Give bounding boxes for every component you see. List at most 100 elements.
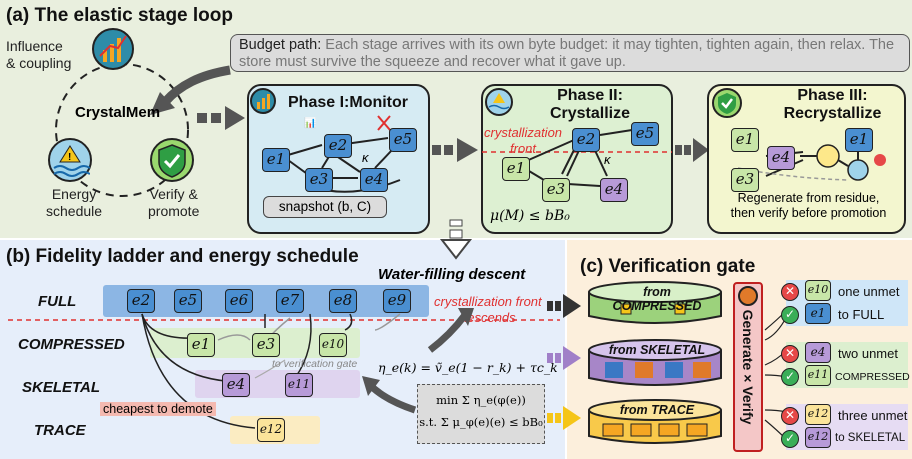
skel-node-e4: e4	[222, 373, 250, 397]
row2-fail-text: two unmet	[838, 346, 898, 361]
row3-fail-node: e12	[805, 404, 831, 425]
arrow-to-phase2	[432, 138, 478, 162]
gate-label: Generate × Verify	[740, 309, 756, 425]
row1-pass-text: to FULL	[838, 307, 885, 322]
phase1-title: Phase I:Monitor	[288, 94, 409, 111]
row2-pass-icon: ✓	[781, 368, 799, 386]
p2-node-e4: e4	[600, 178, 628, 202]
p3-node-e1: e1	[731, 128, 759, 152]
row2-fail-node: e4	[805, 342, 831, 363]
budget-text: Each stage arrives with its own byte bud…	[239, 37, 895, 70]
p2-node-e2: e2	[572, 128, 600, 152]
full-node-e9: e9	[383, 289, 411, 313]
p1-node-e1: e1	[262, 148, 290, 172]
row1-fail-text: one unmet	[838, 284, 900, 299]
budget-path-box: Budget path: Each stage arrives with its…	[230, 34, 910, 72]
phase2-title: Phase II: Crystallize	[535, 87, 645, 123]
generate-verify-gate: Generate × Verify	[733, 282, 763, 452]
p1-node-e3: e3	[305, 168, 333, 192]
crystalmem-label: CrystalMem	[75, 104, 161, 121]
row3-pass-node: e12	[805, 427, 831, 448]
arrow-down-to-b	[439, 219, 473, 260]
phase2-graph: κ	[482, 129, 672, 187]
p3-node-e4: e4	[767, 146, 795, 170]
energy-schedule-icon: !	[48, 138, 92, 182]
phase3-title-l1: Phase III:	[797, 87, 868, 104]
level-compressed: COMPRESSED	[18, 336, 125, 353]
phase2-icon	[485, 88, 513, 116]
p1-node-e5: e5	[389, 128, 417, 152]
panel-b-title: (b) Fidelity ladder and energy schedule	[6, 246, 359, 267]
verify-label: Verify & promote	[148, 186, 200, 219]
energy-label: Energy schedule	[46, 186, 103, 219]
opt-st: s.t. Σ μ_φ(e)(e) ≤ bB₀	[419, 415, 543, 429]
drum-trace	[588, 399, 722, 444]
p2-node-e5: e5	[631, 122, 659, 146]
drum-compressed	[588, 281, 722, 324]
comp-node-e10: e10	[319, 333, 347, 357]
trace-node-e12: e12	[257, 418, 285, 442]
descent-arrows	[362, 308, 474, 414]
drum-label-skeletal: from SKELETAL	[608, 343, 706, 357]
phase2-title-l2: Crystallize	[549, 105, 631, 122]
optimization-box: min Σ η_e(φ(e)) s.t. Σ μ_φ(e)(e) ≤ bB₀	[417, 384, 545, 444]
comp-node-e1: e1	[187, 333, 215, 357]
row2-pass-node: e11	[805, 365, 831, 386]
drum-skeletal	[588, 339, 722, 386]
opt-min: min Σ η_e(φ(e))	[436, 393, 526, 407]
influence-label: Influence & coupling	[6, 38, 72, 71]
cheapest-label: cheapest to demote	[100, 402, 216, 416]
row3-pass-text: to SKELETAL	[835, 432, 906, 444]
full-node-e8: e8	[329, 289, 357, 313]
energy-equation: η_e(k) = ṽ_e(1 − r_k) + τc_k	[378, 360, 558, 375]
drums	[588, 281, 722, 444]
snapshot-label: snapshot (b, C)	[263, 196, 387, 218]
skel-node-e11: e11	[285, 373, 313, 397]
arrow-b-to-c-2	[547, 346, 581, 370]
phase3-title: Phase III: Recrystallize	[770, 87, 895, 123]
row2-pass-text: COMPRESSED	[835, 371, 910, 383]
row1-pass-icon: ✓	[781, 306, 799, 324]
p3-node-e3: e3	[731, 168, 759, 192]
comp-node-e3: e3	[252, 333, 280, 357]
row3-pass-icon: ✓	[781, 430, 799, 448]
row3-fail-icon: ✕	[781, 407, 799, 425]
budget-constraint: μ(M) ≤ bB₀	[490, 208, 570, 224]
p3-node-e1-promoted: e1	[845, 128, 873, 152]
phase3-icon	[712, 88, 742, 118]
full-row-bg	[103, 285, 429, 317]
row2-fail-icon: ✕	[781, 345, 799, 363]
arrow-b-to-c-1	[547, 294, 581, 318]
row1-fail-node: e10	[805, 280, 831, 301]
arrow-b-to-c-3	[547, 406, 581, 430]
front-descends-label: crystallization front descends	[434, 294, 542, 325]
phase1-icon	[250, 88, 276, 114]
full-node-e6: e6	[225, 289, 253, 313]
water-filling-label: Water-filling descent	[378, 266, 526, 283]
phase3-title-l2: Recrystallize	[783, 105, 882, 122]
panel-a-title: (a) The elastic stage loop	[6, 5, 233, 26]
row1-fail-icon: ✕	[781, 283, 799, 301]
kappa-2: κ	[604, 152, 612, 167]
to-gate-label: to verification gate	[272, 358, 358, 370]
full-node-e7: e7	[276, 289, 304, 313]
arrow-to-phase3	[675, 138, 709, 162]
row1-pass-node: e1	[805, 303, 831, 324]
regen-note: Regenerate from residue, then verify bef…	[730, 191, 887, 220]
svg-text:!: !	[68, 152, 71, 163]
panel-c-title: (c) Verification gate	[580, 256, 756, 277]
p1-node-e2: e2	[324, 134, 352, 158]
phase2-title-l1: Phase II:	[557, 87, 623, 104]
verify-icon	[150, 138, 194, 182]
influence-icon	[92, 28, 134, 70]
full-node-e5: e5	[174, 289, 202, 313]
kappa-1: κ	[362, 150, 370, 165]
row3-fail-text: three unmet	[838, 408, 908, 423]
p2-node-e1: e1	[502, 157, 530, 181]
budget-prefix: Budget path:	[239, 37, 322, 53]
drum-label-compressed: from COMPRESSED	[612, 285, 702, 313]
level-full: FULL	[38, 293, 77, 310]
wand-icon	[738, 286, 758, 306]
p1-node-e4: e4	[360, 168, 388, 192]
arrow-to-phase1	[197, 106, 245, 130]
